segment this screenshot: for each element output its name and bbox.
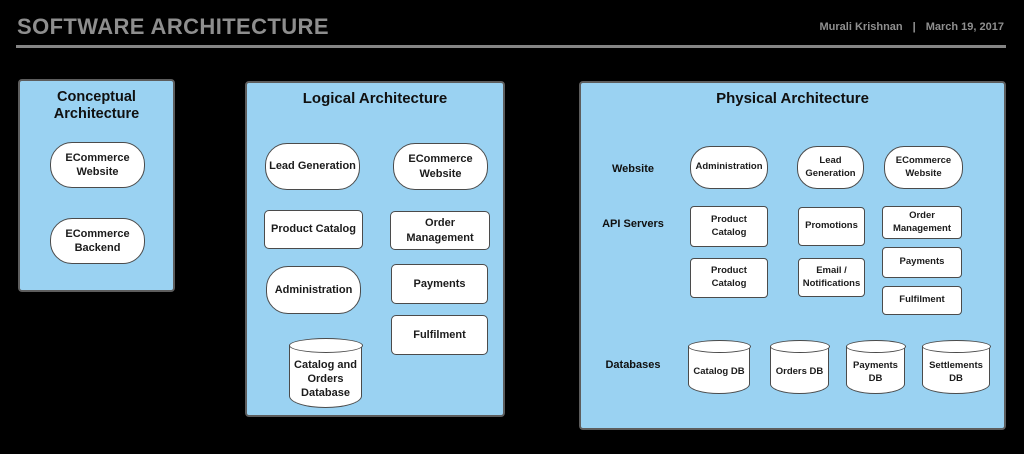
node-label: ECommerce Backend <box>65 227 130 254</box>
node-label: ECommerce Website <box>408 153 473 180</box>
panel-title-conceptual: Conceptual Architecture <box>53 89 140 123</box>
node-label: Order Management <box>892 209 952 234</box>
node-fulfilment: Fulfilment <box>882 286 962 315</box>
node-label: Fulfilment <box>899 294 945 306</box>
page-header: SOFTWARE ARCHITECTURE Murali Krishnan | Ma… <box>16 0 1006 48</box>
node-order-management: Order Management <box>882 206 962 239</box>
node-catalog-db-cylinder: Catalog DB <box>687 340 751 394</box>
node-ecommerce-website: ECommerce Website <box>50 142 145 188</box>
node-settlements-db-cylinder: Settlements DB <box>921 340 991 394</box>
row-label-website: Website <box>612 163 654 175</box>
node-ecommerce-website: ECommerce Website <box>884 146 963 189</box>
node-payments-db-cylinder: Payments DB <box>845 340 906 394</box>
node-product-catalog-2: Product Catalog <box>690 258 768 298</box>
node-order-management: Order Management <box>390 211 490 250</box>
node-product-catalog-1: Product Catalog <box>690 206 768 247</box>
node-label: Email / Notifications <box>802 264 861 289</box>
node-lead-generation: Lead Generation <box>265 143 360 190</box>
node-administration: Administration <box>690 146 768 189</box>
node-ecommerce-website: ECommerce Website <box>393 143 488 190</box>
node-label: Lead Generation <box>805 154 856 179</box>
physical-architecture-panel: Physical Architecture Website Administra… <box>579 81 1006 430</box>
node-label: Order Management <box>406 217 474 244</box>
node-label: Product Catalog <box>711 213 747 238</box>
row-label-api-servers: API Servers <box>602 218 664 230</box>
node-label: Lead Generation <box>269 160 356 173</box>
node-label: Promotions <box>805 220 858 232</box>
node-label: Orders DB <box>775 366 824 378</box>
author-name: Murali Krishnan <box>819 21 903 33</box>
node-label: Administration <box>274 283 353 296</box>
node-ecommerce-backend: ECommerce Backend <box>50 218 145 264</box>
node-product-catalog: Product Catalog <box>264 210 363 249</box>
node-label: ECommerce Website <box>65 151 130 178</box>
node-label: Administration <box>695 161 763 173</box>
page-title: SOFTWARE ARCHITECTURE <box>17 14 329 39</box>
logical-architecture-panel: Logical Architecture Lead Generation ECo… <box>245 81 505 417</box>
conceptual-architecture-panel: Conceptual Architecture ECommerce Websit… <box>18 79 175 292</box>
node-label: Payments <box>899 256 945 268</box>
node-label: Product Catalog <box>711 265 747 289</box>
meta-separator: | <box>912 21 916 33</box>
node-label: Settlements DB <box>929 359 983 384</box>
node-fulfilment: Fulfilment <box>391 315 488 355</box>
node-label: Payments DB <box>853 359 898 384</box>
node-label: Product Catalog <box>271 223 356 236</box>
node-label: Catalog and Orders Database <box>294 358 357 400</box>
node-catalog-orders-database-cylinder: Catalog and Orders Database <box>288 338 363 408</box>
node-orders-db-cylinder: Orders DB <box>769 340 830 394</box>
panel-title-physical: Physical Architecture <box>716 90 869 107</box>
header-meta: Murali Krishnan | March 19, 2017 <box>820 21 1004 33</box>
node-label: Catalog DB <box>693 366 745 378</box>
node-label: Payments <box>413 277 466 290</box>
node-label: Fulfilment <box>413 328 466 341</box>
node-payments: Payments <box>391 264 488 304</box>
node-lead-generation: Lead Generation <box>797 146 864 189</box>
node-promotions: Promotions <box>798 207 865 246</box>
panel-title-logical: Logical Architecture <box>302 90 448 107</box>
node-label: ECommerce Website <box>895 154 952 179</box>
node-email-notifications: Email / Notifications <box>798 258 865 297</box>
node-payments: Payments <box>882 247 962 278</box>
row-label-databases: Databases <box>605 359 661 371</box>
node-administration: Administration <box>266 266 361 314</box>
date-text: March 19, 2017 <box>925 21 1004 33</box>
